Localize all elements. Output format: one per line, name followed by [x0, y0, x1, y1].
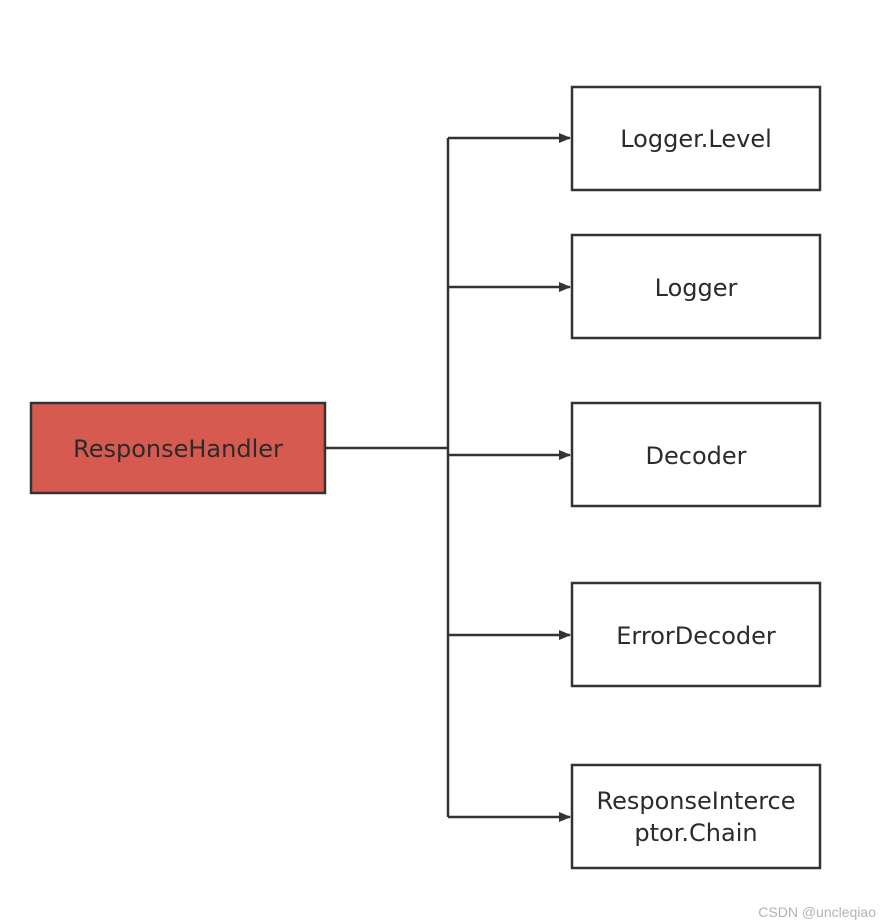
node-logger: Logger	[570, 233, 822, 340]
node-response-interceptor-chain-box	[570, 763, 822, 870]
node-decoder-label: Decoder	[646, 442, 747, 470]
node-logger-label: Logger	[655, 274, 738, 302]
node-decoder: Decoder	[570, 401, 822, 508]
node-logger-level-box	[570, 85, 822, 192]
node-logger-level: Logger.Level	[570, 85, 822, 192]
node-logger-box	[570, 233, 822, 340]
node-decoder-box	[570, 401, 822, 508]
watermark: CSDN @uncleqiao	[758, 904, 876, 920]
node-response-handler-box	[29, 401, 327, 495]
node-error-decoder-box	[570, 581, 822, 688]
node-response-interceptor-chain-label-line-1: ResponseInterce	[596, 787, 795, 815]
edges	[326, 133, 571, 822]
node-error-decoder: ErrorDecoder	[570, 581, 822, 688]
node-logger-level-label: Logger.Level	[620, 125, 772, 153]
node-response-interceptor-chain: ResponseInterce ptor.Chain	[570, 763, 822, 870]
node-response-handler-label: ResponseHandler	[73, 435, 283, 463]
node-response-handler: ResponseHandler	[29, 401, 327, 495]
node-error-decoder-label: ErrorDecoder	[616, 622, 776, 650]
node-response-interceptor-chain-label-line-2: ptor.Chain	[634, 819, 757, 847]
